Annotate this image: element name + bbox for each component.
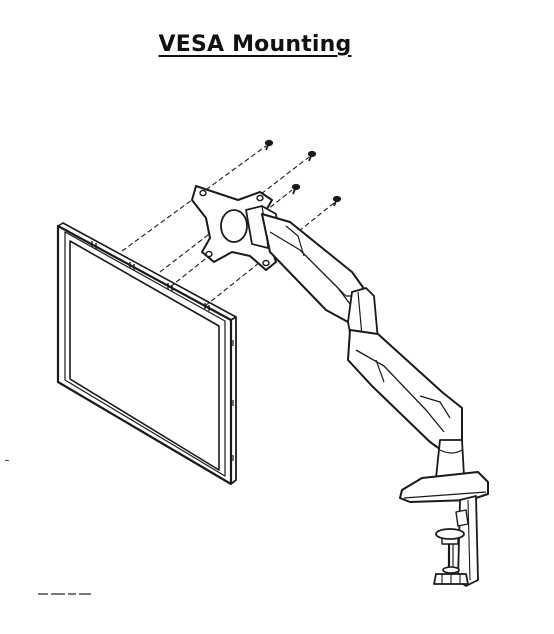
margin-mark — [5, 460, 9, 461]
screw-1 — [264, 139, 274, 151]
monitor-arm — [261, 213, 465, 479]
mounting-screws — [264, 139, 342, 207]
page-title: VESA Mounting — [158, 32, 352, 57]
monitor-panel — [56, 222, 237, 486]
desk-clamp — [399, 471, 489, 587]
screw-3 — [291, 183, 301, 195]
cropped-caption-fragment — [38, 593, 118, 599]
screw-2 — [307, 150, 317, 162]
screw-4 — [332, 195, 342, 207]
